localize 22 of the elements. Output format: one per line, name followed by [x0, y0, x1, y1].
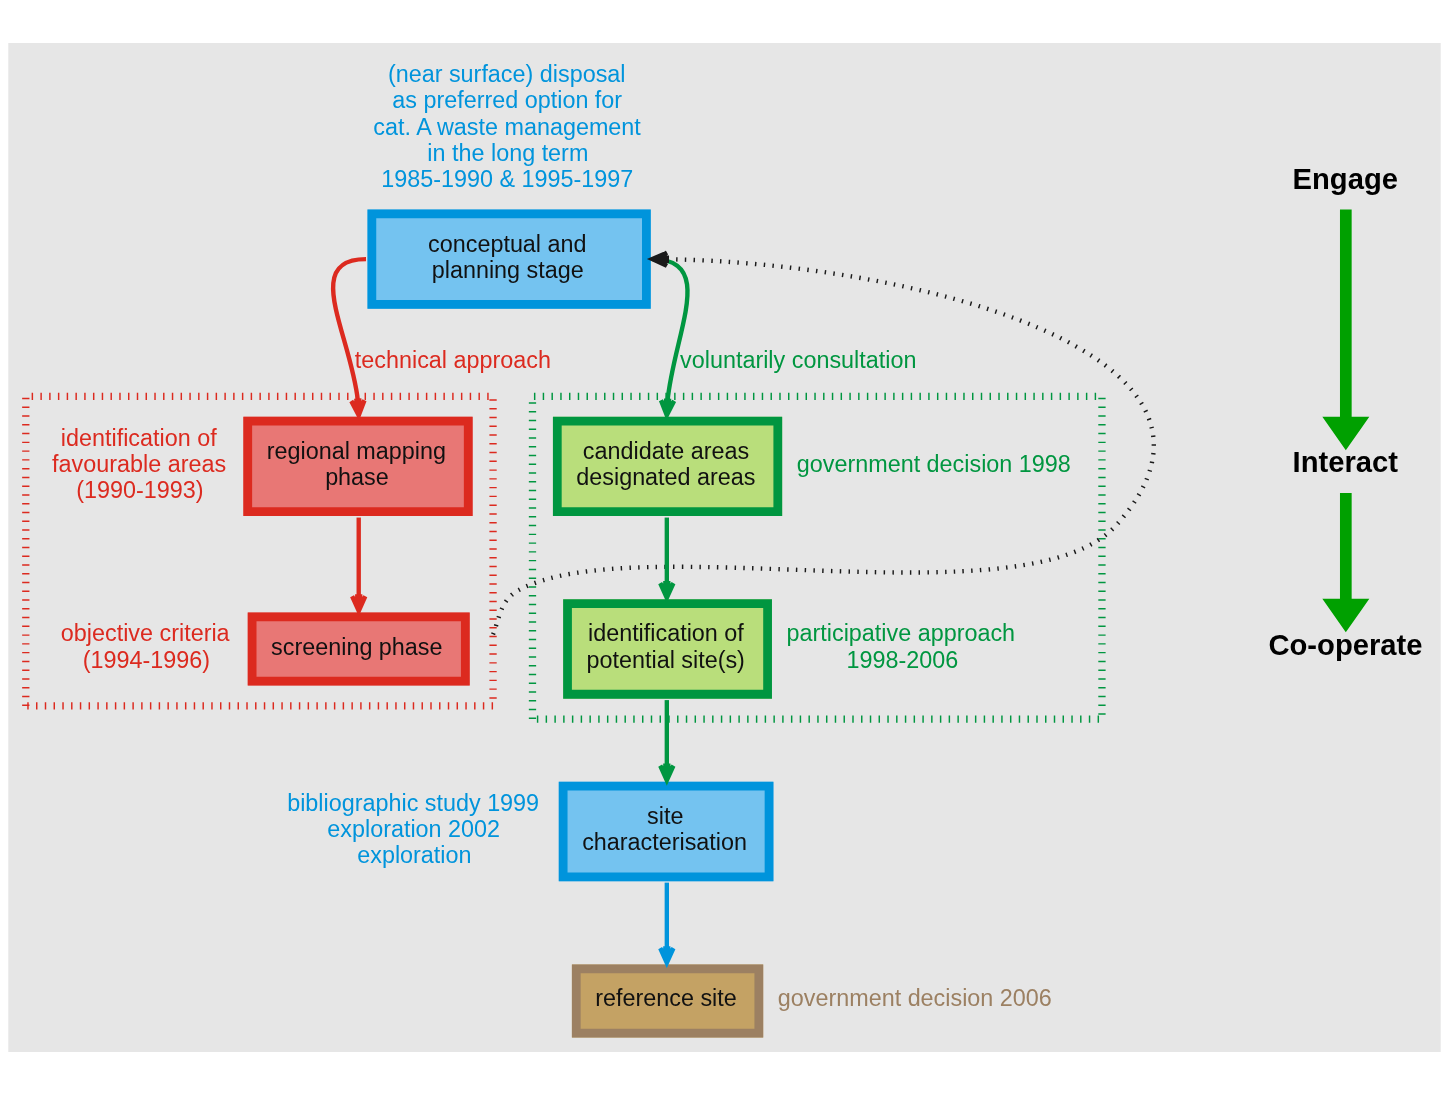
arrow [331, 256, 367, 418]
node-label: (near surface) disposal as preferred option for cat. A waste management in the long term 1985-1990 & 1995-1997 [373, 60, 641, 192]
node-label: objective criteria (1994-1996) [60, 619, 230, 673]
cluster [22, 392, 497, 710]
arrow [349, 517, 368, 613]
cluster [528, 392, 1106, 723]
arrow [658, 882, 676, 965]
edge-label: technical approach [354, 346, 551, 373]
node-label: identification of favourable areas (1990-1993) [52, 424, 227, 503]
arrow [491, 249, 1156, 635]
arrow [1322, 492, 1370, 632]
node-label: participative approach 1998-2006 [786, 619, 1016, 673]
node-label: bibliographic study 1999 exploration 2002 exploration [287, 789, 540, 868]
node-label: government decision 1998 [796, 450, 1071, 477]
node-text: Engage [1292, 162, 1398, 195]
arrow [658, 699, 676, 783]
arrow [1322, 209, 1370, 450]
edge-label: voluntarily consultation [680, 346, 917, 373]
node-label: government decision 2006 [777, 984, 1052, 1011]
arrow [658, 517, 676, 600]
node-text: Co-operate [1268, 628, 1423, 661]
node-text: Interact [1292, 445, 1398, 478]
